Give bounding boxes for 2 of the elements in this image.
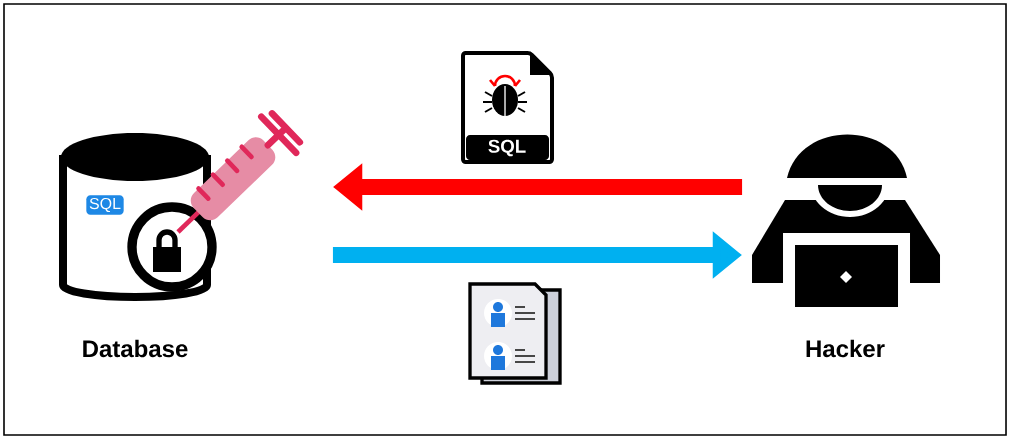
node-label: Hacker [806,339,885,358]
node-label: Database [83,339,188,358]
